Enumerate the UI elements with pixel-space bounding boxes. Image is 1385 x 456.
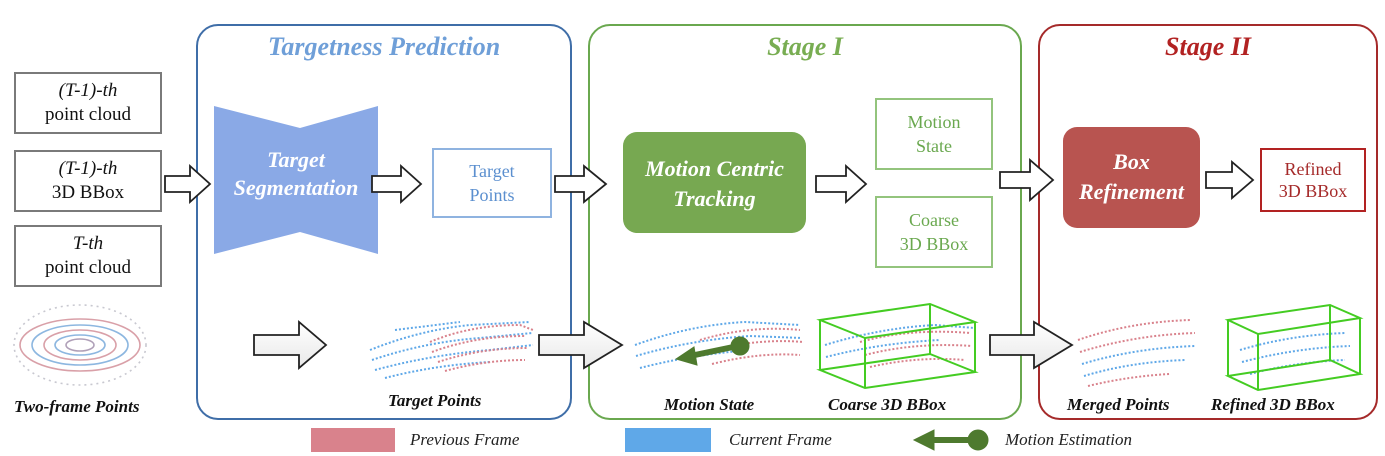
input-prev-point-cloud-line1: (T-1)-th <box>58 80 118 102</box>
coarse-bbox-cloud <box>824 323 976 368</box>
targetness-title: Targetness Prediction <box>267 32 501 61</box>
refinement-shape <box>1063 127 1200 228</box>
caption-motion-state: Motion State <box>664 395 755 414</box>
segmentation-label-line2: Segmentation <box>233 174 359 200</box>
input-prev-bbox-line1: (T-1)-th <box>58 158 118 180</box>
legend-motion-arrow <box>912 429 989 451</box>
motion-state-box-line2: State <box>916 136 952 156</box>
stage1-title: Stage I <box>767 32 843 61</box>
motion-vector <box>674 336 750 366</box>
arrow-points-to-tracking <box>554 164 608 204</box>
arrow-lower-1 <box>253 320 328 370</box>
panel-stage-2: Stage II <box>1038 24 1378 420</box>
arrow-inputs-to-segmentation <box>164 163 212 205</box>
legend-previous-swatch <box>311 428 395 452</box>
input-prev-point-cloud: (T-1)-th point cloud <box>14 72 162 134</box>
motion-state-box: Motion State <box>875 98 993 170</box>
refined-bbox-cloud <box>1239 332 1351 375</box>
arrow-refinement-to-refined <box>1205 160 1255 200</box>
refined-bbox-box-line2: 3D BBox <box>1278 181 1348 201</box>
caption-merged-points: Merged Points <box>1067 395 1170 414</box>
target-points-box-line1: Target <box>469 160 515 181</box>
legend-current-label: Current Frame <box>729 430 832 449</box>
tracking-label: Motion Centric Tracking <box>623 154 806 213</box>
legend-previous-label: Previous Frame <box>410 430 520 449</box>
target-points-cloud <box>369 321 534 379</box>
input-curr-point-cloud-line2: point cloud <box>44 257 132 278</box>
legend-current-swatch <box>625 428 711 452</box>
tracking-label-line2: Tracking <box>673 185 756 211</box>
coarse-bbox-box: Coarse 3D BBox <box>875 196 993 268</box>
motion-state-box-line1: Motion <box>907 111 961 132</box>
arrow-segmentation-to-points <box>371 163 423 205</box>
tracking-label-line1: Motion Centric <box>645 156 784 181</box>
coarse-bbox-box-line1: Coarse <box>909 209 959 230</box>
segmentation-label: Target Segmentation <box>214 146 378 201</box>
input-prev-bbox-line2: 3D BBox <box>51 182 125 203</box>
arrow-lower-3 <box>989 320 1074 370</box>
refinement-label: Box Refinement <box>1063 147 1200 206</box>
two-frame-points-cloud <box>13 304 147 386</box>
input-prev-point-cloud-line2: point cloud <box>44 104 132 125</box>
caption-coarse-bbox: Coarse 3D BBox <box>828 395 947 414</box>
arrow-tracking-to-outputs <box>815 163 868 205</box>
caption-refined-bbox: Refined 3D BBox <box>1211 395 1335 414</box>
target-points-box: Target Points <box>432 148 552 218</box>
input-curr-point-cloud-line1: T-th <box>72 233 104 255</box>
refined-bbox-box-line1: Refined <box>1284 158 1342 179</box>
target-points-box-line2: Points <box>469 185 515 205</box>
segmentation-label-line1: Target <box>267 147 325 172</box>
coarse-bbox-wireframe <box>816 302 979 390</box>
caption-two-frame-points: Two-frame Points <box>14 397 140 416</box>
segmentation-shape <box>214 106 378 254</box>
input-curr-point-cloud: T-th point cloud <box>14 225 162 287</box>
arrow-lower-2 <box>538 320 624 370</box>
stage2-title: Stage II <box>1165 32 1251 61</box>
coarse-bbox-box-line2: 3D BBox <box>899 234 969 254</box>
refinement-label-line2: Refinement <box>1078 178 1185 204</box>
refined-bbox-wireframe <box>1224 303 1364 392</box>
motion-state-cloud <box>634 320 805 369</box>
panel-targetness-prediction: Targetness Prediction <box>196 24 572 420</box>
tracking-shape <box>623 132 806 233</box>
refined-bbox-box: Refined 3D BBox <box>1260 148 1366 212</box>
arrow-stage1-to-stage2 <box>999 158 1055 202</box>
panel-stage-1: Stage I <box>588 24 1022 420</box>
caption-target-points: Target Points <box>388 391 482 410</box>
legend-motion-label: Motion Estimation <box>1005 430 1133 449</box>
refinement-label-line1: Box <box>1113 149 1150 174</box>
input-prev-bbox: (T-1)-th 3D BBox <box>14 150 162 212</box>
merged-points-cloud <box>1077 319 1196 387</box>
